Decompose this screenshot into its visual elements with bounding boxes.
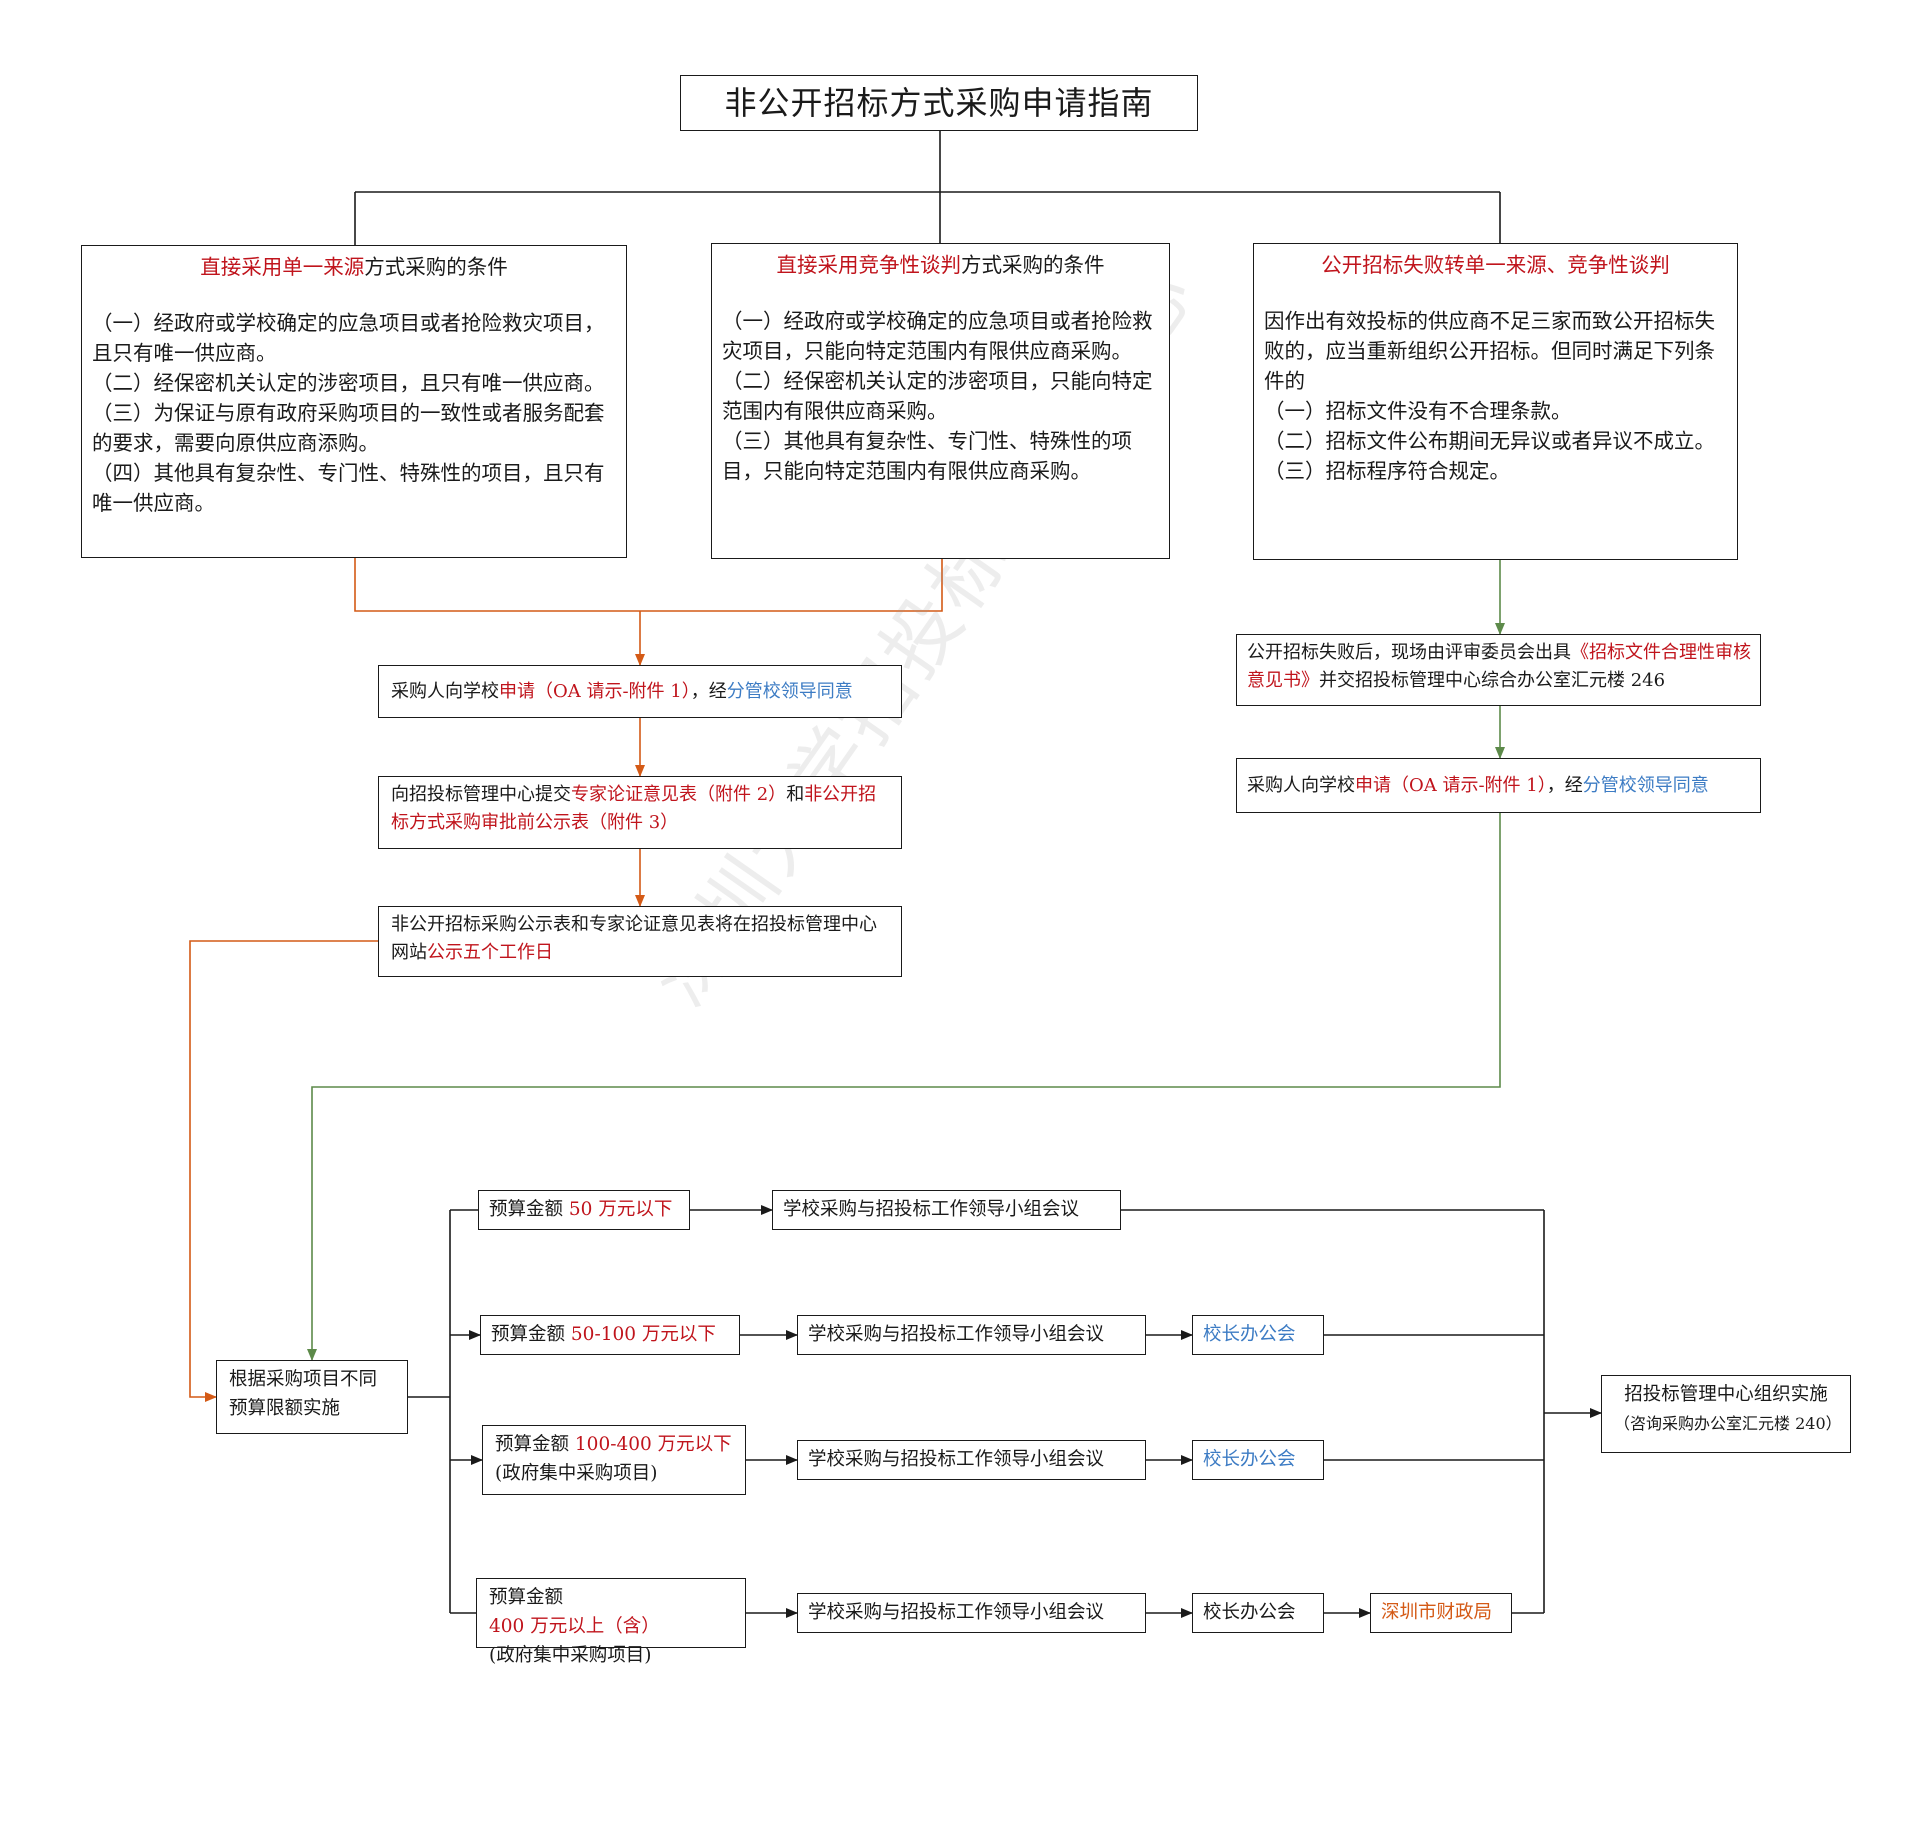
negotiation-item: （一）经政府或学校确定的应急项目或者抢险救灾项目，只能向特定范围内有限供应商采购… xyxy=(722,309,1153,363)
shenzhen-finance-bureau: 深圳市财政局 xyxy=(1370,1593,1512,1633)
negotiation-conditions: 直接采用竞争性谈判方式采购的条件 （一）经政府或学校确定的应急项目或者抢险救灾项… xyxy=(711,243,1170,559)
failed-tender-heading: 公开招标失败转单一来源、竞争性谈判 xyxy=(1321,253,1670,277)
failed-tender-item: （二）招标文件公布期间无异议或者异议不成立。 xyxy=(1264,429,1715,453)
final-title: 招投标管理中心组织实施 xyxy=(1624,1384,1828,1405)
budget-root-node: 根据采购项目不同预算限额实施 xyxy=(216,1360,408,1434)
submit-documents-step: 向招投标管理中心提交专家论证意见表（附件 2）和非公开招标方式采购审批前公示表（… xyxy=(378,776,902,849)
tier-2-budget: 预算金额 50-100 万元以下 xyxy=(480,1315,740,1355)
single-source-item: （三）为保证与原有政府采购项目的一致性或者服务配套的要求，需要向原供应商添购。 xyxy=(92,401,605,455)
tier-2-president-office: 校长办公会 xyxy=(1192,1315,1324,1355)
tier-3-president-office: 校长办公会 xyxy=(1192,1440,1324,1480)
single-source-item: （四）其他具有复杂性、专门性、特殊性的项目，且只有唯一供应商。 xyxy=(92,461,605,515)
tier-3-meeting: 学校采购与招投标工作领导小组会议 xyxy=(797,1440,1146,1480)
single-source-item: （二）经保密机关认定的涉密项目，且只有唯一供应商。 xyxy=(92,371,605,395)
green-flow-lines xyxy=(307,560,1505,1361)
apply-step-right: 采购人向学校申请（OA 请示-附件 1），经分管校领导同意 xyxy=(1236,758,1761,813)
single-source-heading: 直接采用单一来源方式采购的条件 xyxy=(200,255,508,279)
negotiation-item: （二）经保密机关认定的涉密项目，只能向特定范围内有限供应商采购。 xyxy=(722,369,1153,423)
failed-tender-item: （一）招标文件没有不合理条款。 xyxy=(1264,399,1572,423)
negotiation-item: （三）其他具有复杂性、专门性、特殊性的项目，只能向特定范围内有限供应商采购。 xyxy=(722,429,1132,483)
failed-tender-intro: 因作出有效投标的供应商不足三家而致公开招标失败的，应当重新组织公开招标。但同时满… xyxy=(1264,309,1715,393)
tier-2-meeting: 学校采购与招投标工作领导小组会议 xyxy=(797,1315,1146,1355)
tier-3-budget: 预算金额 100-400 万元以下 (政府集中采购项目) xyxy=(482,1425,746,1495)
single-source-item: （一）经政府或学校确定的应急项目或者抢险救灾项目，且只有唯一供应商。 xyxy=(92,311,605,365)
failed-tender-item: （三）招标程序符合规定。 xyxy=(1264,459,1510,483)
apply-step-left: 采购人向学校申请（OA 请示-附件 1），经分管校领导同意 xyxy=(378,665,902,718)
final-note: （咨询采购办公室汇元楼 240） xyxy=(1614,1414,1842,1433)
final-implementation-node: 招投标管理中心组织实施 （咨询采购办公室汇元楼 240） xyxy=(1601,1375,1851,1453)
title-tree-lines xyxy=(354,131,1501,245)
publicity-step: 非公开招标采购公示表和专家论证意见表将在招投标管理中心网站公示五个工作日 xyxy=(378,906,902,977)
tier-4-meeting: 学校采购与招投标工作领导小组会议 xyxy=(797,1593,1146,1633)
page-title: 非公开招标方式采购申请指南 xyxy=(680,75,1198,131)
negotiation-heading: 直接采用竞争性谈判方式采购的条件 xyxy=(776,253,1105,277)
orange-flow-lines xyxy=(189,557,943,1402)
tier-4-budget: 预算金额 400 万元以上（含） (政府集中采购项目) xyxy=(476,1578,746,1666)
budget-tree-lines xyxy=(408,1205,1602,1618)
single-source-conditions: 直接采用单一来源方式采购的条件 （一）经政府或学校确定的应急项目或者抢险救灾项目… xyxy=(81,245,627,558)
tier-1-meeting: 学校采购与招投标工作领导小组会议 xyxy=(772,1190,1121,1230)
tier-3-subnote: (政府集中采购项目) xyxy=(495,1463,658,1484)
failed-tender-conditions: 公开招标失败转单一来源、竞争性谈判 因作出有效投标的供应商不足三家而致公开招标失… xyxy=(1253,243,1738,560)
tier-4-president-office: 校长办公会 xyxy=(1192,1593,1324,1633)
tier-4-subnote: (政府集中采购项目) xyxy=(489,1645,652,1666)
failed-review-step: 公开招标失败后，现场由评审委员会出具《招标文件合理性审核意见书》并交招投标管理中… xyxy=(1236,634,1761,706)
tier-1-budget: 预算金额 50 万元以下 xyxy=(478,1190,690,1230)
